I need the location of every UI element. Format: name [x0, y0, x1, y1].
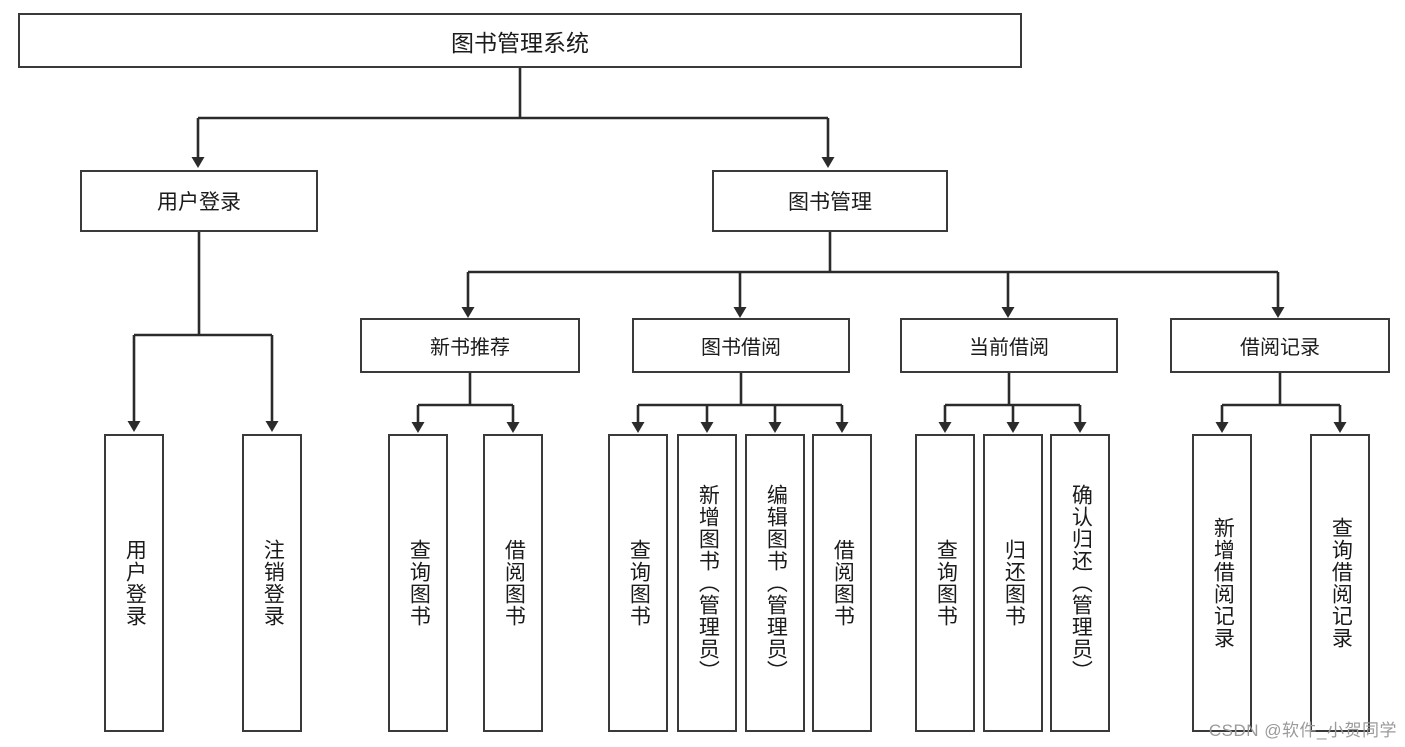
node-label: 查询图书	[627, 539, 651, 627]
leaf-book-borrow-edit-book-admin[interactable]: 编辑图书（管理员）	[745, 434, 805, 732]
node-label: 新增借阅记录	[1211, 517, 1235, 649]
node-label: 图书借阅	[701, 337, 781, 359]
node-label: 新增图书（管理员）	[696, 484, 720, 682]
node-label: 用户登录	[123, 539, 147, 627]
node-label: 新书推荐	[430, 337, 510, 359]
leaf-book-borrow-query-book[interactable]: 查询图书	[608, 434, 668, 732]
leaf-current-borrow-confirm-return-admin[interactable]: 确认归还（管理员）	[1050, 434, 1110, 732]
leaf-book-borrow-add-book-admin[interactable]: 新增图书（管理员）	[677, 434, 737, 732]
node-label: 查询图书	[407, 539, 431, 627]
leaf-new-book-borrow-book[interactable]: 借阅图书	[483, 434, 543, 732]
leaf-new-book-query-book[interactable]: 查询图书	[388, 434, 448, 732]
node-book-borrow[interactable]: 图书借阅	[632, 318, 850, 373]
leaf-book-borrow-borrow-book[interactable]: 借阅图书	[812, 434, 872, 732]
node-label: 编辑图书（管理员）	[764, 484, 788, 682]
node-label: 借阅图书	[502, 539, 526, 627]
leaf-user-login-login[interactable]: 用户登录	[104, 434, 164, 732]
node-new-book-recommend[interactable]: 新书推荐	[360, 318, 580, 373]
leaf-current-borrow-query-book[interactable]: 查询图书	[915, 434, 975, 732]
node-label: 借阅图书	[831, 539, 855, 627]
node-label: 图书管理系统	[451, 29, 589, 56]
leaf-borrow-record-add-record[interactable]: 新增借阅记录	[1192, 434, 1252, 732]
node-book-management[interactable]: 图书管理	[712, 170, 948, 232]
leaf-user-login-logout[interactable]: 注销登录	[242, 434, 302, 732]
watermark-text: CSDN @软件_小贺同学	[1208, 721, 1397, 740]
node-label: 图书管理	[788, 191, 872, 214]
node-root-book-management-system[interactable]: 图书管理系统	[18, 13, 1022, 68]
node-label: 用户登录	[157, 191, 241, 214]
node-label: 查询借阅记录	[1329, 517, 1353, 649]
leaf-borrow-record-query-record[interactable]: 查询借阅记录	[1310, 434, 1370, 732]
node-user-login[interactable]: 用户登录	[80, 170, 318, 232]
node-label: 归还图书	[1002, 539, 1026, 627]
node-label: 查询图书	[934, 539, 958, 627]
node-label: 当前借阅	[969, 337, 1049, 359]
node-label: 注销登录	[261, 539, 285, 627]
node-borrow-record[interactable]: 借阅记录	[1170, 318, 1390, 373]
node-current-borrow[interactable]: 当前借阅	[900, 318, 1118, 373]
node-label: 确认归还（管理员）	[1069, 484, 1093, 682]
node-label: 借阅记录	[1240, 337, 1320, 359]
leaf-current-borrow-return-book[interactable]: 归还图书	[983, 434, 1043, 732]
